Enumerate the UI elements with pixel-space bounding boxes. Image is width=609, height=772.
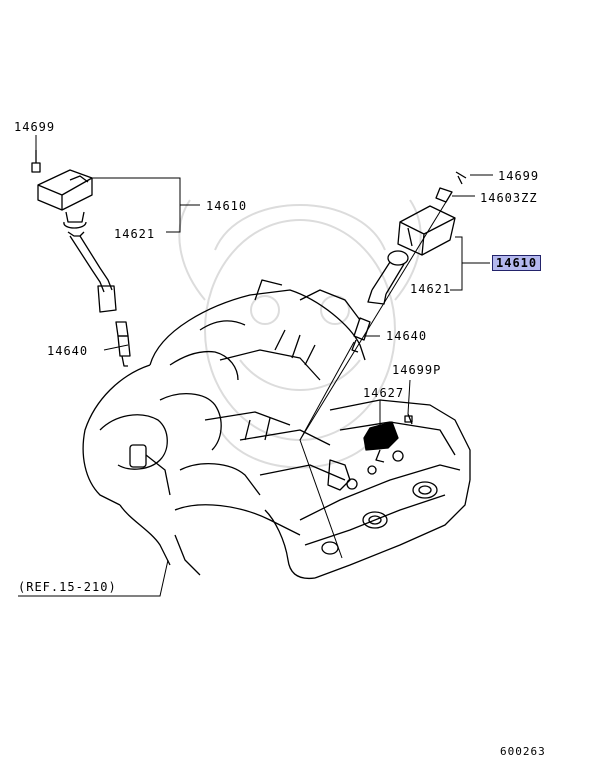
right-coil-assembly — [351, 171, 467, 353]
left-plug-icon — [117, 335, 131, 357]
label-right-bracket: 14603ZZ — [480, 191, 538, 205]
right-bracket-icon — [435, 187, 453, 203]
left-coil-icon — [37, 169, 93, 211]
label-right-bolt: 14699 — [498, 169, 540, 183]
label-left-boot: 14621 — [114, 227, 156, 241]
engine-manifold — [82, 279, 471, 580]
label-right-plug: 14640 — [386, 329, 428, 343]
left-bolt-icon — [31, 150, 41, 173]
label-sensor-bolt: 14699P — [392, 363, 442, 377]
label-right-boot: 14621 — [410, 282, 452, 296]
left-boot-icon — [97, 285, 117, 313]
right-boot-icon — [367, 289, 387, 305]
figure-id: 600263 — [500, 745, 546, 758]
label-left-bolt: 14699 — [14, 120, 56, 134]
label-left-plug: 14640 — [47, 344, 89, 358]
label-right-coil-highlighted: 14610 — [492, 255, 542, 271]
right-bolt-icon — [455, 171, 467, 185]
right-coil-icon — [397, 205, 456, 256]
leader-lines — [18, 135, 493, 597]
left-coil-assembly — [31, 150, 131, 367]
sensor-assembly — [363, 413, 413, 463]
right-plug-icon — [353, 317, 371, 341]
label-left-coil: 14610 — [206, 199, 248, 213]
label-sensor: 14627 — [363, 386, 405, 400]
sensor-icon — [363, 421, 399, 451]
label-reference: (REF.15-210) — [18, 580, 117, 594]
